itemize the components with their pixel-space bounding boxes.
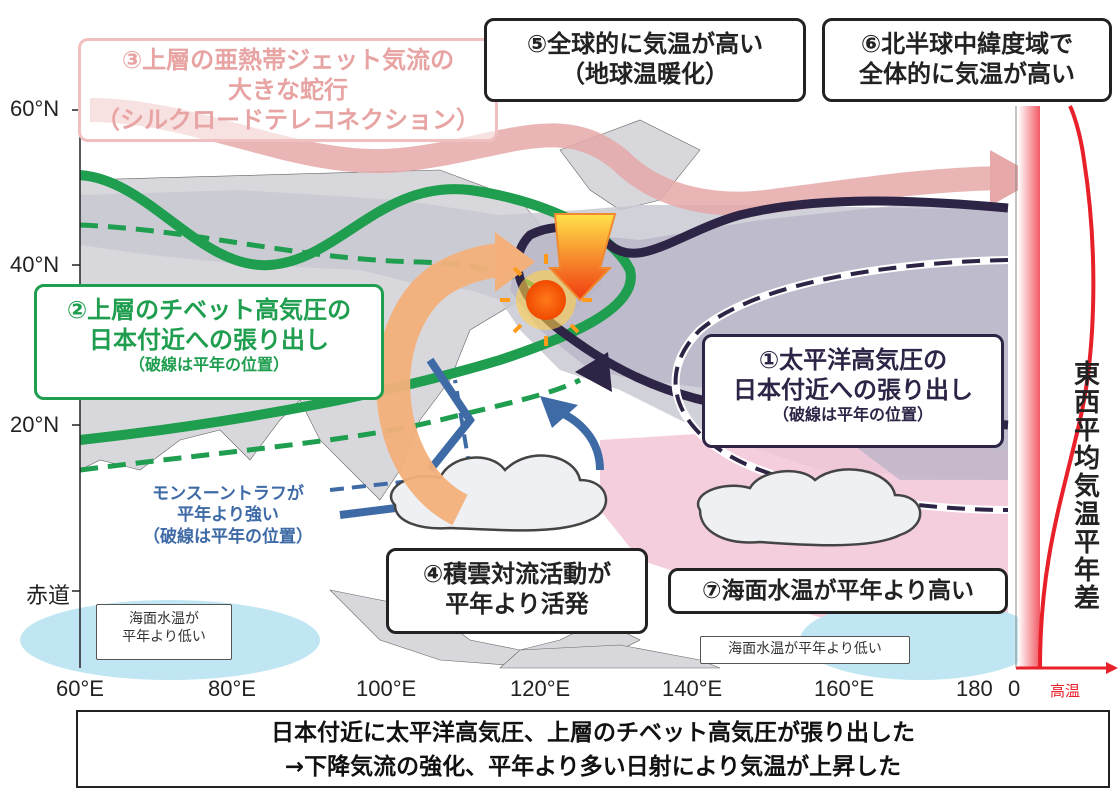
australia-land <box>499 644 721 669</box>
pacific-arrowhead <box>575 352 612 392</box>
lon-label-120e: 120°E <box>510 676 571 701</box>
monsoon-arrow-2 <box>426 357 475 473</box>
monsoon-normal-2 <box>453 379 472 471</box>
side-panel-axis-arrow <box>1106 662 1118 674</box>
nh-midlat-label: ⑥北半球中緯度域で 全体的に気温が高い <box>822 18 1112 102</box>
side-panel-curve <box>1038 105 1096 669</box>
side-panel-title: 東西平均気温平年差 <box>1069 360 1100 612</box>
ascent-arrowhead <box>495 232 535 292</box>
conclusion-line-2: →下降気流の強化、平年より多い日射により気温が上昇した <box>284 754 902 780</box>
side-panel-zero: 0 <box>1008 676 1021 701</box>
lon-label-180: 180 <box>956 676 993 701</box>
sst-low-right-label: 海面水温が平年より低い <box>700 636 910 664</box>
convection-label: ④積雲対流活動が 平年より活発 <box>386 548 648 634</box>
cloud-east <box>696 468 922 547</box>
global-warming-label: ⑤全球的に気温が高い （地球温暖化） <box>484 18 806 102</box>
pacific-high-label: ①太平洋高気圧の 日本付近への張り出し （破線は平年の位置） <box>702 334 1004 448</box>
lon-label-160e: 160°E <box>814 676 875 701</box>
lon-label-100e: 100°E <box>356 676 417 701</box>
conclusion-box: 日本付近に太平洋高気圧、上層のチベット高気圧が張り出した →下降気流の強化、平年… <box>76 710 1110 788</box>
lon-label-140e: 140°E <box>662 676 723 701</box>
lon-label-60e: 60°E <box>56 676 104 701</box>
lat-label-20n: 20°N <box>10 412 60 437</box>
jet-stream-arrow <box>89 98 1001 216</box>
sst-low-left-label: 海面水温が 平年より低い <box>96 604 232 660</box>
lon-label-80e: 80°E <box>208 676 256 701</box>
lat-label-40n: 40°N <box>10 252 60 277</box>
jet-arrowhead <box>990 150 1040 206</box>
lat-label-60n: 60°N <box>10 96 60 121</box>
ascent-descent-arrow <box>376 243 503 526</box>
sst-high-label: ⑦海面水温が平年より高い <box>668 568 1008 614</box>
jet-stream-label: ③上層の亜熱帯ジェット気流の 大きな蛇行 （シルクロードテレコネクション） <box>78 38 498 142</box>
monsoon-trough-label: モンスーントラフが 平年より強い （破線は平年の位置） <box>143 484 313 547</box>
side-panel-fill <box>1018 106 1040 668</box>
sun-icon <box>500 254 592 346</box>
subsidence-arrow-icon <box>547 213 617 302</box>
side-panel-warm-label: 高温 <box>1050 682 1081 700</box>
monsoon-arrowhead-1 <box>540 396 578 428</box>
lat-label-equator: 赤道 <box>26 583 71 608</box>
conclusion-line-1: 日本付近に太平洋高気圧、上層のチベット高気圧が張り出した <box>271 720 915 746</box>
tibet-high-label: ②上層のチベット高気圧の 日本付近への張り出し （破線は平年の位置） <box>34 284 384 400</box>
